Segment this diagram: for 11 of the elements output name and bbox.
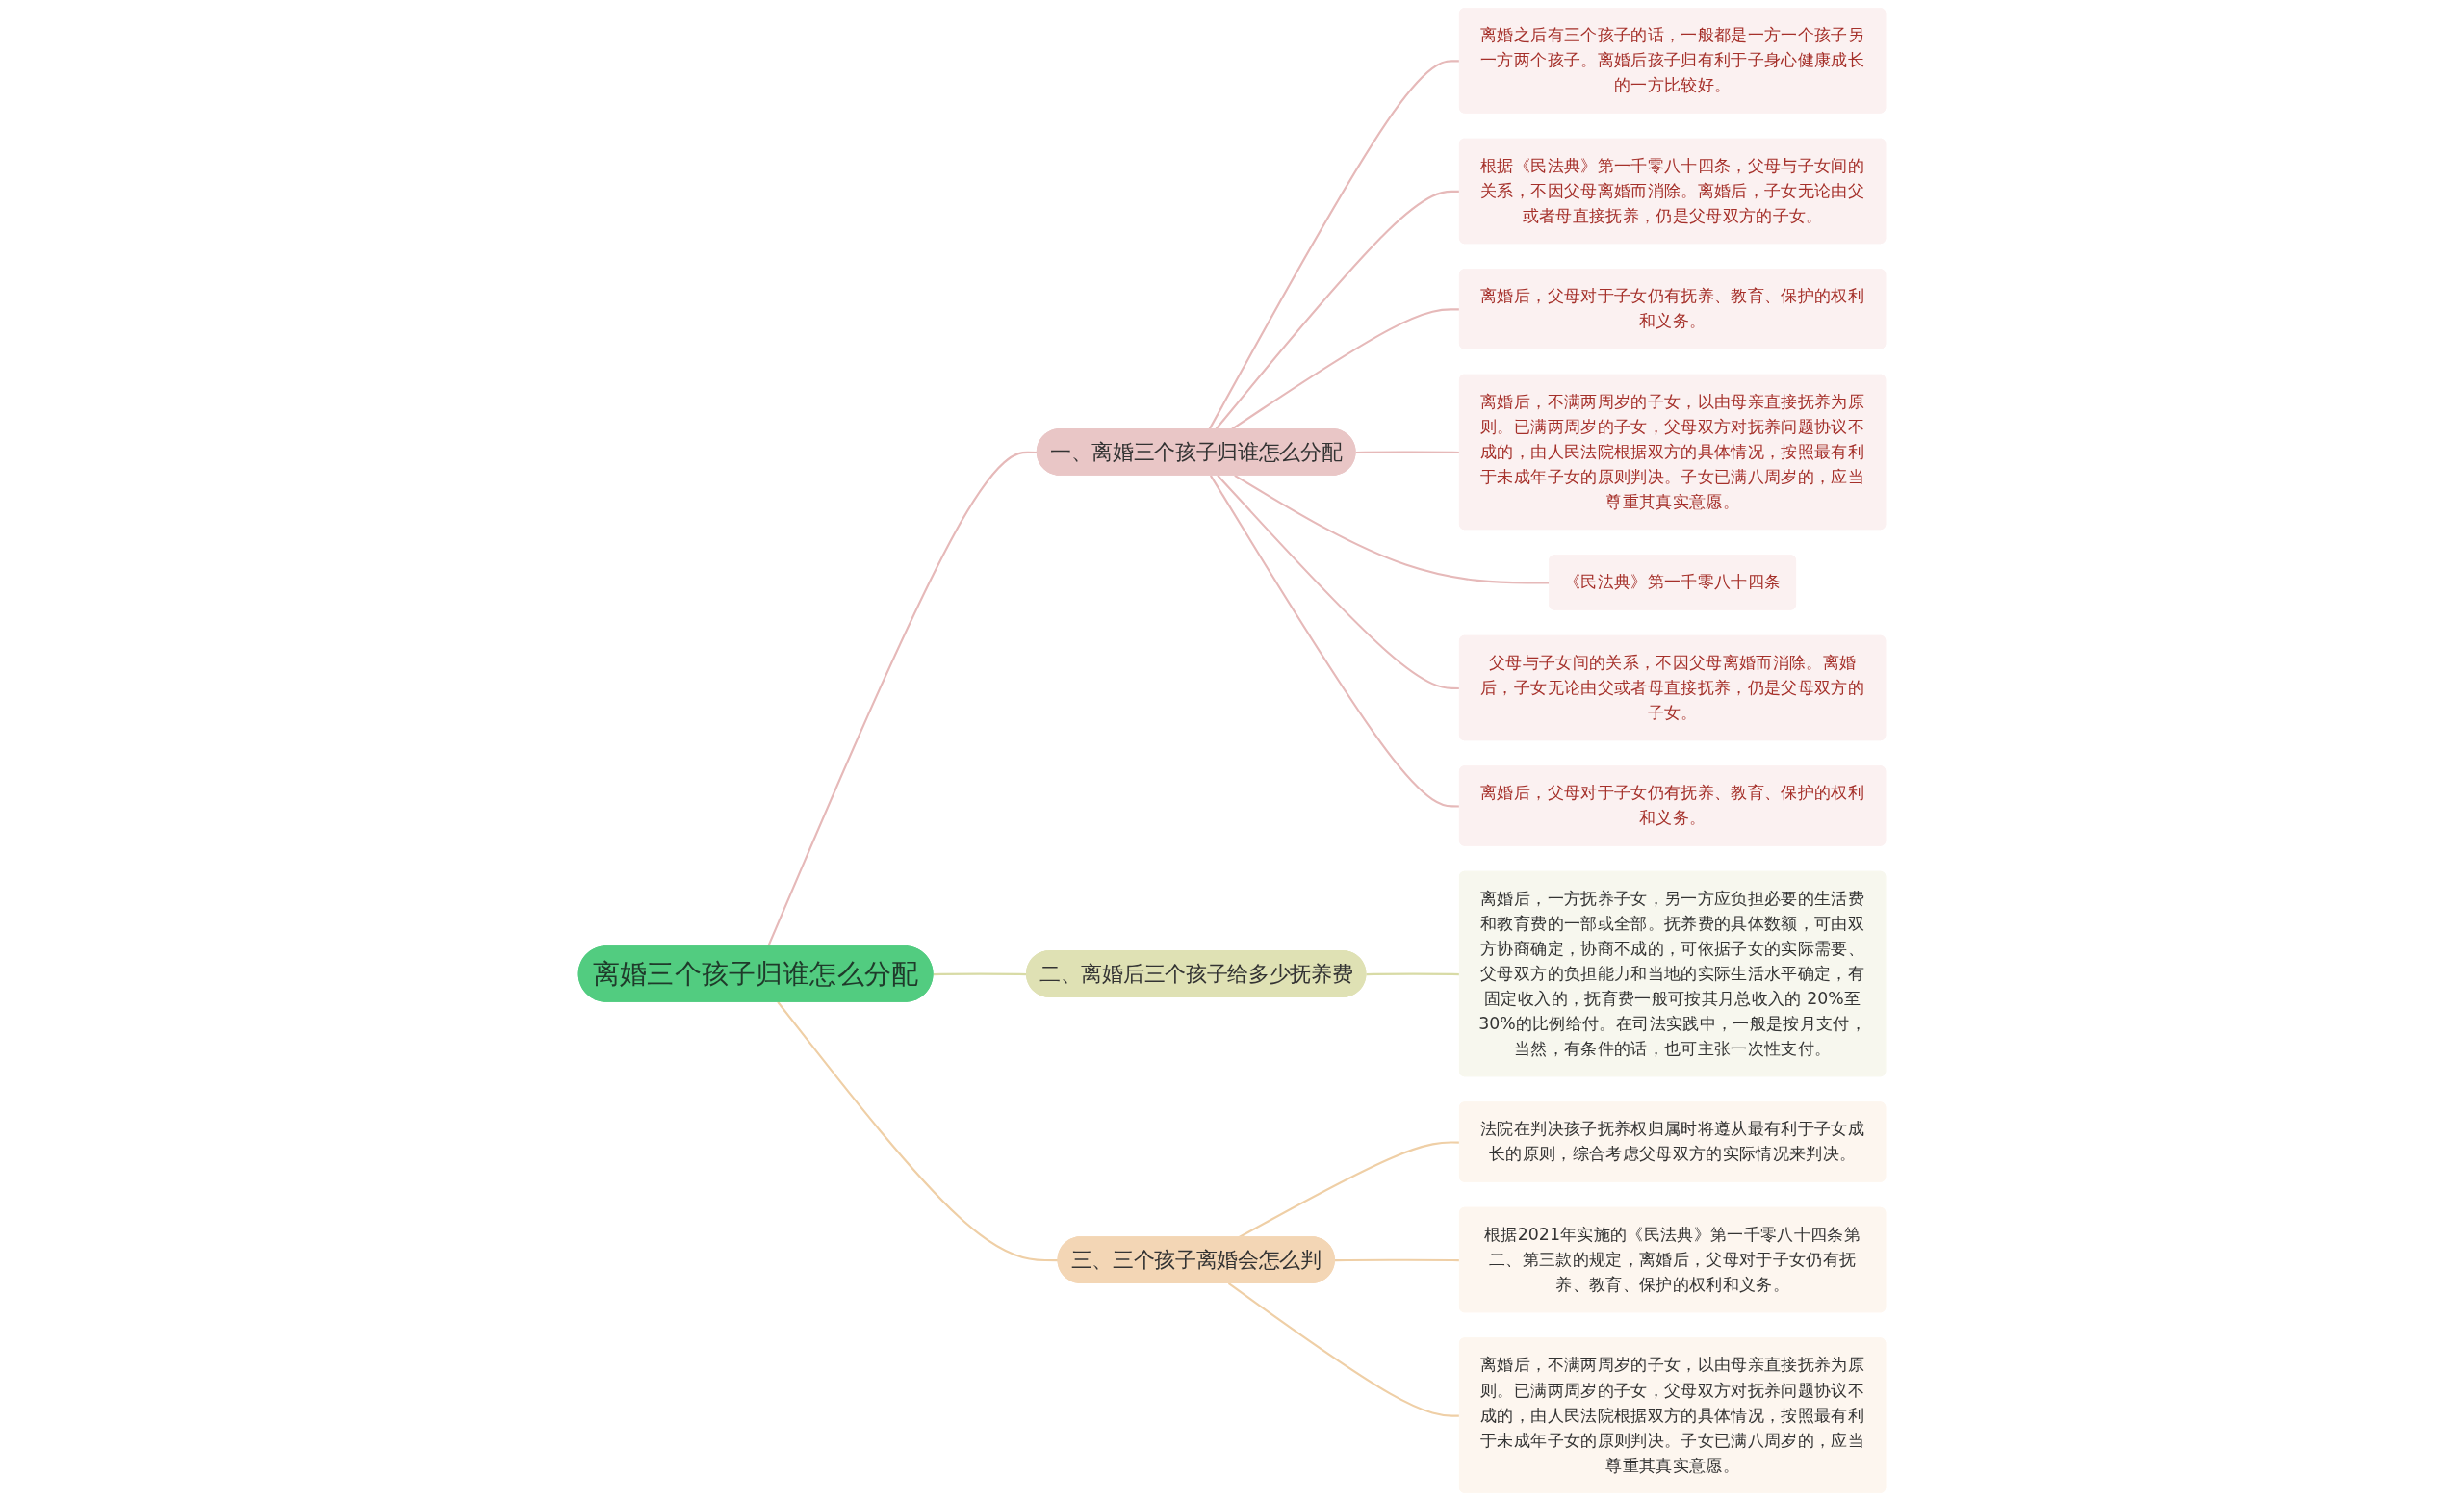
connector xyxy=(1217,475,1460,690)
connector xyxy=(1334,1258,1460,1262)
connector xyxy=(1208,60,1460,430)
connector xyxy=(1215,190,1460,430)
connector xyxy=(1227,1282,1460,1417)
connector xyxy=(1209,475,1460,808)
connector xyxy=(1355,451,1460,454)
connector xyxy=(766,451,1038,947)
connector xyxy=(777,1001,1059,1262)
connector xyxy=(1366,972,1460,976)
connector xyxy=(933,972,1028,976)
